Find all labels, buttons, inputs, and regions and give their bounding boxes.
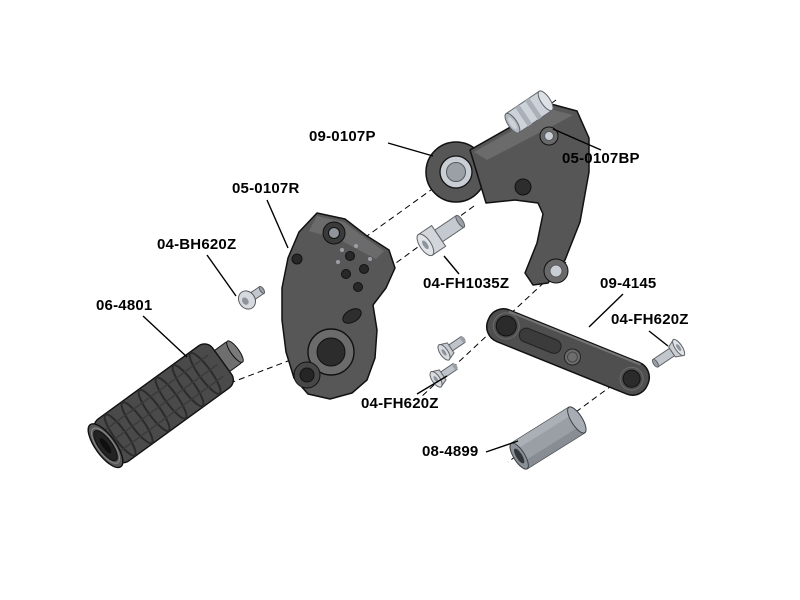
part-label-05-0107R: 05-0107R [232, 180, 300, 197]
leader-04-FH1035Z [443, 255, 460, 275]
plate-hole-cluster [341, 251, 369, 292]
part-screw-04-FH620Z-upper [437, 335, 466, 361]
leader-06-4801 [142, 315, 188, 358]
part-barrel-05-0107BP [504, 90, 554, 134]
leader-05-0107BP [552, 128, 602, 151]
part-label-05-0107BP: 05-0107BP [562, 150, 640, 167]
part-arm-09-4145 [485, 308, 651, 396]
part-grip-06-4801 [87, 340, 244, 469]
part-plate-05-0107R [281, 212, 396, 400]
part-bolt-04-BH620Z [238, 285, 266, 310]
leader-09-4145 [588, 293, 624, 328]
part-label-09-0107P: 09-0107P [309, 128, 376, 145]
plate-dowel-dots [336, 244, 372, 264]
part-screw-04-FH620Z-lower [429, 362, 458, 388]
axis-line-arm-pivot [419, 261, 567, 399]
part-label-04-FH620Z-right: 04-FH620Z [611, 311, 689, 328]
leader-08-4899 [485, 440, 519, 453]
leader-05-0107R [266, 199, 289, 249]
part-label-09-4145: 09-4145 [600, 275, 657, 292]
leader-09-0107P [387, 142, 434, 157]
leader-lines [142, 128, 669, 453]
part-spacer-08-4899 [509, 406, 587, 470]
leader-04-BH620Z [206, 254, 237, 297]
part-bracket-09-0107P [425, 103, 590, 286]
part-bolt-04-FH620Z-right [651, 338, 686, 368]
part-label-04-FH620Z-bottom: 04-FH620Z [361, 395, 439, 412]
grip-grooves [102, 354, 224, 454]
leader-04-FH620Z-bottom [416, 375, 448, 395]
part-label-04-BH620Z: 04-BH620Z [157, 236, 237, 253]
part-label-06-4801: 06-4801 [96, 297, 153, 314]
part-bolt-04-FH1035Z [416, 214, 466, 257]
leader-04-FH620Z-right [648, 330, 669, 347]
part-label-08-4899: 08-4899 [422, 443, 479, 460]
part-label-04-FH1035Z: 04-FH1035Z [423, 275, 510, 292]
